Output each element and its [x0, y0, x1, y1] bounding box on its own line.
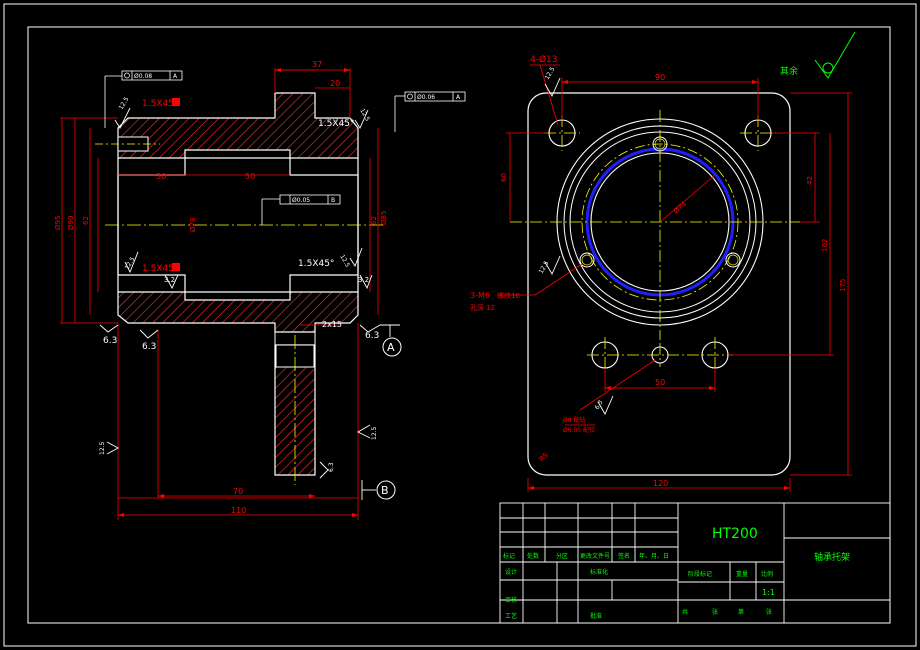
sheet-num: 第 — [738, 608, 744, 616]
gdt-frame-center: Ø0.05 B — [261, 194, 341, 225]
stage-mark-label: 阶段标记 — [688, 570, 712, 578]
rough-6-3-c: 6.3 — [365, 331, 379, 341]
chamfer-bottom-left: 1.5X45° — [142, 264, 178, 274]
thread-depth: 螺纹16 — [497, 291, 520, 300]
scale-label: 比例 — [761, 570, 773, 578]
dim-30: 30 — [156, 172, 166, 181]
rough-12-5-d: 12.5 — [338, 254, 351, 269]
plate-outline — [527, 92, 791, 476]
rough-12-5-f: 12.5 — [371, 426, 378, 440]
other-label: 其余 — [780, 65, 798, 77]
dia-85: Ø85 — [380, 211, 388, 225]
dia-outer: Ø95 — [54, 216, 62, 230]
row-label-1: 处数 — [527, 552, 539, 560]
chamfer-top-left: 1.5X45° — [142, 99, 178, 109]
rough-12-5-top: 12.5 — [544, 66, 557, 81]
approved-label: 批准 — [590, 612, 602, 620]
corner-r: R5 — [538, 451, 550, 463]
outer-border — [3, 3, 917, 647]
chamfer-bottom-right: 1.5X45° — [298, 259, 334, 269]
row-label-0: 标记 — [503, 552, 515, 560]
rough-3-2-b: 3.2 — [358, 276, 369, 284]
rough-6-3-bottom: 6.3 — [594, 399, 605, 411]
rough-12-5-b: 12.5 — [358, 108, 371, 123]
thread-hole-depth: 孔深 12 — [470, 303, 495, 312]
rough-12-5-c: 12.5 — [124, 256, 137, 271]
dim-2x15: 2x15 — [322, 320, 342, 329]
dim-90: 90 — [655, 73, 665, 82]
dia-bore: Ø78 — [189, 218, 197, 232]
dim-60: 60 — [500, 173, 508, 182]
scale-value: 1:1 — [762, 588, 775, 597]
dim-70: 70 — [233, 487, 243, 496]
gdt-center-tol: Ø0.05 — [292, 197, 310, 204]
dim-37: 37 — [312, 60, 322, 69]
dia-74: Ø74 — [672, 200, 689, 216]
dim-20: 20 — [330, 79, 340, 88]
rough-3-2-a: 3.2 — [164, 276, 175, 284]
dia-90: Ø90 — [67, 216, 75, 230]
dim-120: 120 — [653, 479, 668, 488]
rough-12-5-e: 12.5 — [99, 441, 106, 455]
dim-110: 110 — [231, 506, 246, 515]
rough-6-3-d: 6.3 — [328, 462, 335, 472]
datum-b-circle — [376, 480, 396, 500]
row-label-2: 分区 — [556, 552, 568, 560]
left-section-view: 37 20 30 50 70 110 2x15 Ø95 Ø90 62 Ø78 6… — [54, 60, 466, 520]
checked-label: 审核 — [505, 596, 517, 604]
dia-62-left: 62 — [82, 216, 90, 225]
sheet-label: 张 — [712, 608, 718, 616]
rough-6-3-b: 6.3 — [142, 342, 156, 352]
rough-6-3-a: 6.3 — [103, 336, 117, 346]
part-name-label: 轴承托架 — [814, 551, 850, 563]
row-label-3: 更改文件号 — [580, 552, 610, 560]
right-front-view: 4-Ø13 90 60 42 102 175 50 120 Ø74 3-M6 螺… — [470, 31, 856, 492]
gdt-top-right-ref: A — [456, 94, 461, 101]
dim-102: 102 — [821, 239, 829, 252]
gdt-frame-top-left: Ø0.08 A — [104, 70, 183, 128]
thread-hole-right-inner — [727, 254, 739, 266]
small-hole-label-1: Ø8 配钻 — [563, 416, 585, 424]
lower-flange-section — [117, 291, 359, 333]
sheet-total: 共 — [682, 608, 688, 616]
chamfer-marker — [172, 263, 180, 271]
dia-62-right: 62 — [370, 216, 378, 225]
thread-hole-left — [579, 252, 595, 268]
title-block-text: HT200 轴承托架 标记 处数 分区 更改文件号 签名 年、月、日 设计 标准… — [503, 526, 850, 620]
weight-label: 重量 — [736, 570, 748, 578]
thread-hole-right — [725, 252, 741, 268]
dim-50: 50 — [655, 378, 665, 387]
rough-12-5-a: 12.5 — [118, 96, 131, 111]
gdt-top-left-ref: A — [173, 73, 178, 80]
row-label-5: 年、月、日 — [639, 552, 669, 560]
material-label: HT200 — [712, 526, 758, 542]
gdt-frame-top-right: Ø0.06 A — [394, 91, 466, 132]
other-roughness-symbol — [814, 31, 856, 79]
small-hole-label-2: Ø6.05 配铰 — [563, 426, 595, 434]
process-label: 工艺 — [505, 612, 517, 620]
upper-flange-section — [117, 92, 359, 159]
gdt-top-left-tol: Ø0.08 — [134, 73, 152, 80]
dim-175: 175 — [839, 279, 847, 292]
holes-label: 4-Ø13 — [530, 54, 558, 65]
dim-42: 42 — [806, 176, 814, 185]
sheet-label2: 张 — [766, 608, 772, 616]
gdt-center-ref: B — [331, 197, 335, 204]
title-block — [499, 502, 891, 624]
datum-a-circle — [382, 337, 402, 357]
chamfer-marker — [172, 98, 180, 106]
inner-border — [27, 26, 891, 624]
datum-b-label: B — [381, 484, 389, 497]
chamfer-top-right: 1.5X45° — [318, 119, 354, 129]
datum-a-label: A — [387, 341, 395, 354]
designer-label: 设计 — [505, 568, 517, 576]
thread-label: 3-M6 — [470, 291, 490, 300]
gdt-top-right-tol: Ø0.06 — [417, 94, 435, 101]
other-roughness-circle — [822, 62, 834, 74]
standardized-label: 标准化 — [590, 568, 608, 576]
dim-50: 50 — [245, 172, 255, 181]
row-label-4: 签名 — [618, 552, 630, 560]
thread-hole-left-inner — [581, 254, 593, 266]
